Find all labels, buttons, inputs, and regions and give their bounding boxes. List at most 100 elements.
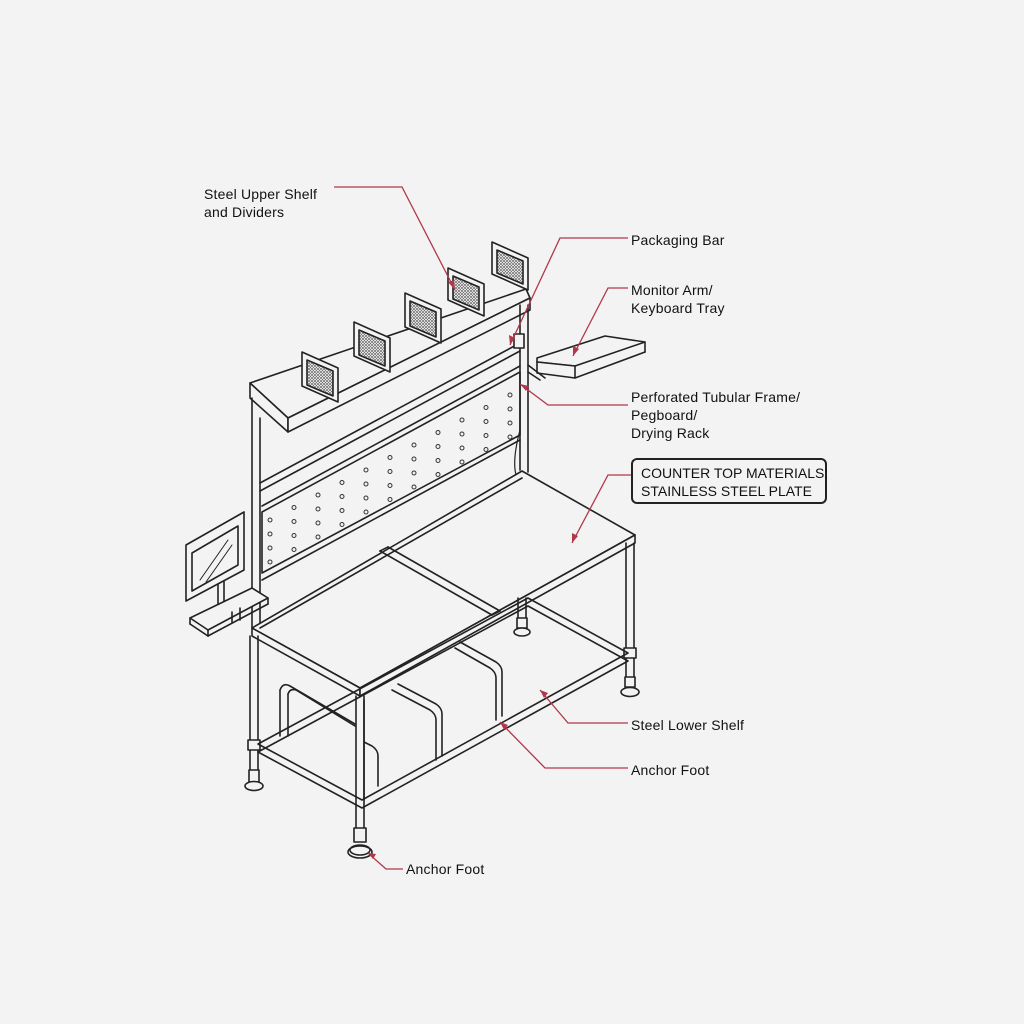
peg-hole (363, 495, 369, 501)
anchor-foot (513, 627, 531, 637)
peg-hole (267, 545, 273, 551)
peg-hole (459, 431, 465, 437)
shelf-divider (353, 321, 391, 373)
monitor (185, 511, 245, 606)
peg-hole (291, 519, 297, 524)
label-upper-shelf: Steel Upper Shelf and Dividers (204, 185, 317, 221)
peg-hole (339, 522, 345, 527)
label-line: Perforated Tubular Frame/ (631, 389, 801, 405)
peg-hole (339, 494, 345, 499)
pegboard (261, 365, 521, 581)
cable (514, 429, 521, 476)
peg-hole (315, 520, 321, 526)
callout-line: STAINLESS STEEL PLATE (641, 483, 812, 499)
keyboard-tray (527, 335, 646, 381)
left-keyboard-tray (189, 587, 269, 637)
peg-hole (483, 447, 489, 452)
peg-hole (483, 433, 489, 438)
anchor-foot (620, 686, 640, 698)
label-line: Keyboard Tray (631, 300, 725, 316)
callout-line: COUNTER TOP MATERIALS: (641, 465, 829, 481)
peg-hole (483, 419, 489, 424)
shelf-divider (301, 351, 339, 403)
peg-hole (435, 430, 441, 435)
back-left-leg (247, 635, 261, 783)
leader-packaging-bar (509, 237, 628, 346)
label-line: Drying Rack (631, 425, 710, 441)
shelf-divider (447, 267, 485, 317)
peg-hole (291, 533, 297, 538)
peg-hole (363, 467, 369, 473)
label-line: Packaging Bar (631, 232, 725, 248)
shelf-divider (404, 292, 442, 344)
front-right-leg (623, 542, 637, 688)
peg-hole (387, 483, 393, 488)
leader-anchor-foot-right (499, 721, 628, 769)
peg-hole (483, 405, 489, 410)
counter-top-callout: COUNTER TOP MATERIALS: STAINLESS STEEL P… (631, 458, 829, 504)
peg-hole (387, 469, 393, 474)
peg-hole (339, 508, 345, 513)
peg-hole (507, 434, 513, 440)
peg-hole (459, 459, 465, 465)
packaging-bar (259, 333, 525, 492)
label-line: Anchor Foot (631, 762, 710, 778)
peg-hole (291, 547, 297, 552)
label-anchor-foot-right: Anchor Foot (631, 761, 709, 779)
label-anchor-foot-bottom: Anchor Foot (406, 860, 484, 878)
arrowhead (540, 690, 548, 698)
arrowhead (573, 346, 579, 356)
lower-shelf (257, 597, 629, 809)
arrowhead (448, 280, 455, 290)
leader-pegboard (519, 383, 628, 406)
label-line: Pegboard/ (631, 407, 698, 423)
label-line: Anchor Foot (406, 861, 485, 877)
shelf-divider (491, 241, 529, 291)
arrowhead (368, 853, 376, 859)
peg-hole (387, 497, 393, 502)
arrowhead (509, 335, 515, 345)
peg-hole (315, 492, 321, 498)
peg-hole (315, 506, 321, 512)
label-line: Steel Upper Shelf (204, 186, 318, 202)
peg-hole (459, 445, 465, 451)
peg-hole (363, 481, 369, 487)
peg-hole (411, 456, 417, 462)
label-lower-shelf: Steel Lower Shelf (631, 716, 744, 734)
peg-hole (435, 458, 441, 463)
peg-hole (507, 420, 513, 426)
arrowhead (500, 722, 508, 730)
peg-hole (315, 534, 321, 540)
peg-hole (339, 480, 345, 485)
arrowheads (368, 280, 579, 859)
peg-hole (387, 455, 393, 460)
leader-monitor-arm (572, 287, 628, 357)
leader-lower-shelf (539, 689, 628, 724)
leader-upper-shelf (334, 186, 456, 291)
peg-hole (267, 559, 273, 565)
counter-top (251, 470, 636, 697)
peg-hole (267, 531, 273, 537)
peg-hole (363, 509, 369, 515)
peg-hole (435, 472, 441, 477)
peg-hole (411, 470, 417, 476)
peg-hole (507, 406, 513, 412)
label-pegboard: Perforated Tubular Frame/ Pegboard/ Dryi… (631, 388, 800, 442)
peg-hole (435, 444, 441, 449)
arrowhead (572, 533, 578, 543)
arrowhead (520, 384, 529, 391)
peg-hole (291, 505, 297, 510)
label-monitor-arm: Monitor Arm/ Keyboard Tray (631, 281, 725, 317)
leader-lines (334, 186, 631, 870)
label-packaging-bar: Packaging Bar (631, 231, 725, 249)
peg-hole (267, 517, 273, 523)
label-line: Monitor Arm/ (631, 282, 713, 298)
label-line: Steel Lower Shelf (631, 717, 745, 733)
pegboard-holes (267, 392, 513, 565)
workbench-structure (185, 241, 646, 859)
anchor-foot (347, 844, 373, 859)
peg-hole (411, 484, 417, 490)
label-line: and Dividers (204, 204, 285, 220)
